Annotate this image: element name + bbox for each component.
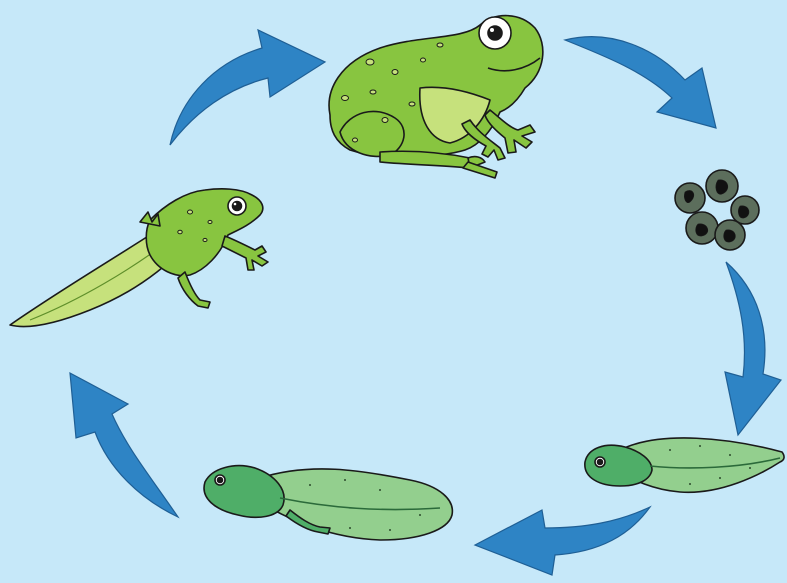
diagram-canvas (0, 0, 787, 583)
life-cycle-diagram (0, 0, 787, 583)
